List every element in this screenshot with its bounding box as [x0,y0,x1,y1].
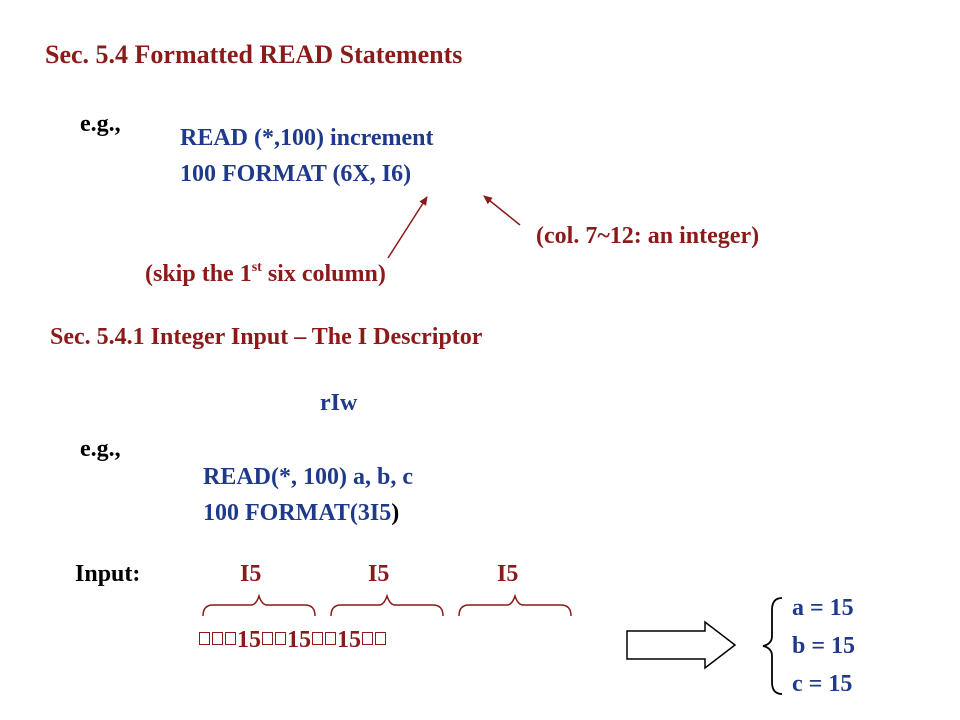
blank-cell-icon [275,632,286,645]
field-brace-3-icon [458,593,572,617]
blank-cell-icon [199,632,210,645]
result-a: a = 15 [792,595,854,621]
blank-cell-icon [362,632,373,645]
arrow-to-i6-icon [483,195,521,226]
result-b: b = 15 [792,633,856,659]
section-title-formatted-read: Sec. 5.4 Formatted READ Statements [45,40,463,69]
blank-cell-icon [225,632,236,645]
input-record: 15 15 15 [198,628,387,652]
field-label-i5-1: I5 [240,561,262,587]
result-arrow-icon [626,620,737,670]
input-value-b: 15 [287,627,311,653]
annotation-col-integer: (col. 7~12: an integer) [536,223,760,249]
blank-cell-icon [262,632,273,645]
code-line-read-increment: READ (*,100) increment [180,125,434,151]
eg-label-1: e.g., [80,111,121,137]
blank-cell-icon [325,632,336,645]
blank-cell-icon [375,632,386,645]
field-brace-1-icon [202,593,316,617]
descriptor-riw: rIw [320,390,358,416]
blank-cell-icon [212,632,223,645]
code-line-read-abc: READ(*, 100) a, b, c [203,464,413,490]
field-label-i5-3: I5 [497,561,519,587]
input-label: Input: [75,561,141,587]
code-line-format-3i5: 100 FORMAT(3I5) [203,500,400,526]
annotation-skip-columns: (skip the 1st six column) [145,260,386,287]
field-label-i5-2: I5 [368,561,390,587]
field-brace-2-icon [330,593,444,617]
input-value-a: 15 [237,627,261,653]
result-c: c = 15 [792,671,853,697]
input-value-c: 15 [337,627,361,653]
blank-cell-icon [312,632,323,645]
arrow-to-6x-icon [387,196,428,259]
eg-label-2: e.g., [80,436,121,462]
result-brace-icon [762,597,783,695]
code-line-format-6x-i6: 100 FORMAT (6X, I6) [180,161,412,187]
section-title-integer-input: Sec. 5.4.1 Integer Input – The I Descrip… [50,324,483,350]
